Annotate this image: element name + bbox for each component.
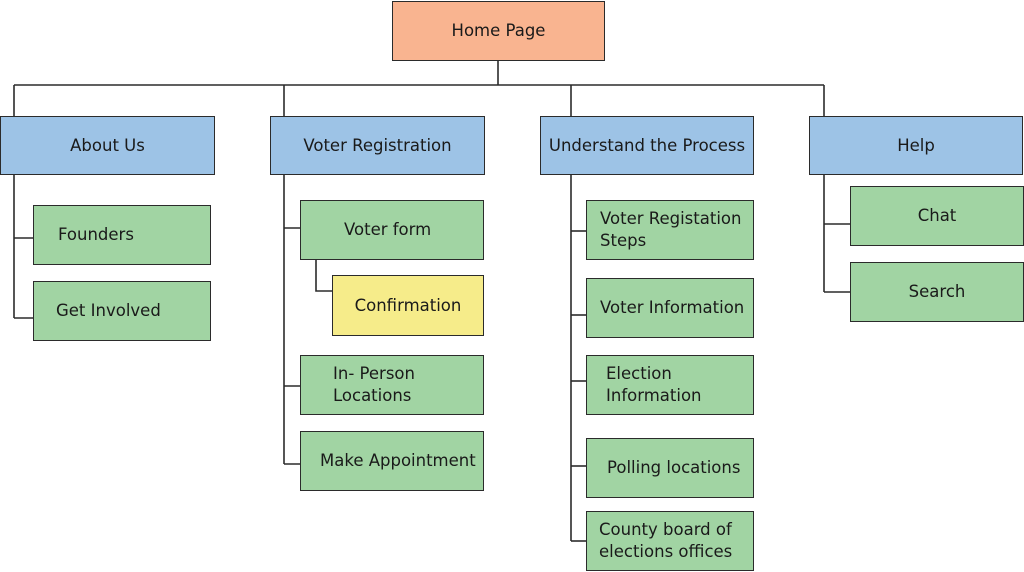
voter-registation-steps-label: Voter Registation Steps [600,209,742,250]
help-node: Help [809,116,1023,175]
understand-the-process-label: Understand the Process [548,135,746,155]
voter-information-node: Voter Information [586,278,754,338]
about-us-node: About Us [0,116,215,175]
confirmation-node: Confirmation [332,275,484,336]
home-page-node: Home Page [392,1,605,61]
make-appointment-label: Make Appointment [320,451,476,470]
founders-label: Founders [58,225,134,244]
voter-form-label: Voter form [344,220,432,239]
county-board-of-elections-offices-node: County board of elections offices [586,511,754,571]
voter-form-node: Voter form [300,200,484,260]
voter-registration-node: Voter Registration [270,116,485,175]
election-information-node: Election Information [586,355,754,415]
polling-locations-label: Polling locations [607,458,741,477]
search-node: Search [850,262,1024,322]
voter-registation-steps-node: Voter Registation Steps [586,200,754,260]
founders-node: Founders [33,205,211,265]
get-involved-label: Get Involved [56,301,161,320]
about-us-label: About Us [70,135,145,155]
election-information-label: Election Information [606,364,702,405]
voter-information-label: Voter Information [600,298,745,317]
in-person-locations-label: In- Person Locations [333,364,415,405]
understand-the-process-node: Understand the Process [540,116,754,175]
in-person-locations-node: In- Person Locations [300,355,484,415]
polling-locations-node: Polling locations [586,438,754,498]
chat-node: Chat [850,186,1024,246]
search-label: Search [908,282,966,301]
chat-label: Chat [917,206,957,225]
help-label: Help [897,135,935,155]
home-page-label: Home Page [451,21,546,40]
confirmation-label: Confirmation [354,295,462,315]
make-appointment-node: Make Appointment [300,431,484,491]
voter-registration-label: Voter Registration [303,135,452,155]
get-involved-node: Get Involved [33,281,211,341]
county-board-of-elections-offices-label: County board of elections offices [599,520,733,561]
